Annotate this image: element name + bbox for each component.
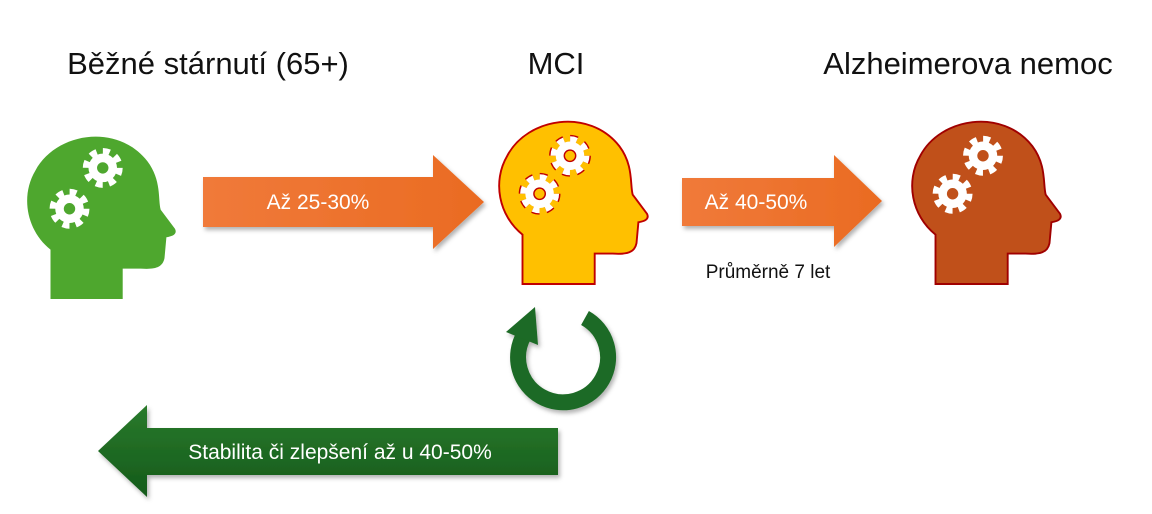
head-gears-icon: [27, 136, 176, 299]
arrow-normal-to-mci: Až 25-30%: [203, 155, 484, 249]
stage-title-normal-aging: Běžné stárnutí (65+): [67, 46, 349, 81]
arrow-label: Stabilita či zlepšení až u 40-50%: [188, 441, 492, 464]
arrow-mci-back-to-normal: Stabilita či zlepšení až u 40-50%: [98, 405, 558, 497]
circular-arrow-icon: [506, 307, 617, 411]
stage-title-alzheimer: Alzheimerova nemoc: [823, 46, 1112, 81]
arrow-mci-to-alzheimer: Až 40-50%: [682, 155, 882, 247]
stage-title-mci: MCI: [528, 46, 585, 81]
arrow-label: Až 40-50%: [705, 191, 808, 214]
arrow-label: Až 25-30%: [267, 191, 370, 214]
head-gears-icon: [911, 120, 1062, 285]
duration-note: Průměrně 7 let: [706, 262, 831, 283]
head-gears-icon: [498, 120, 649, 285]
